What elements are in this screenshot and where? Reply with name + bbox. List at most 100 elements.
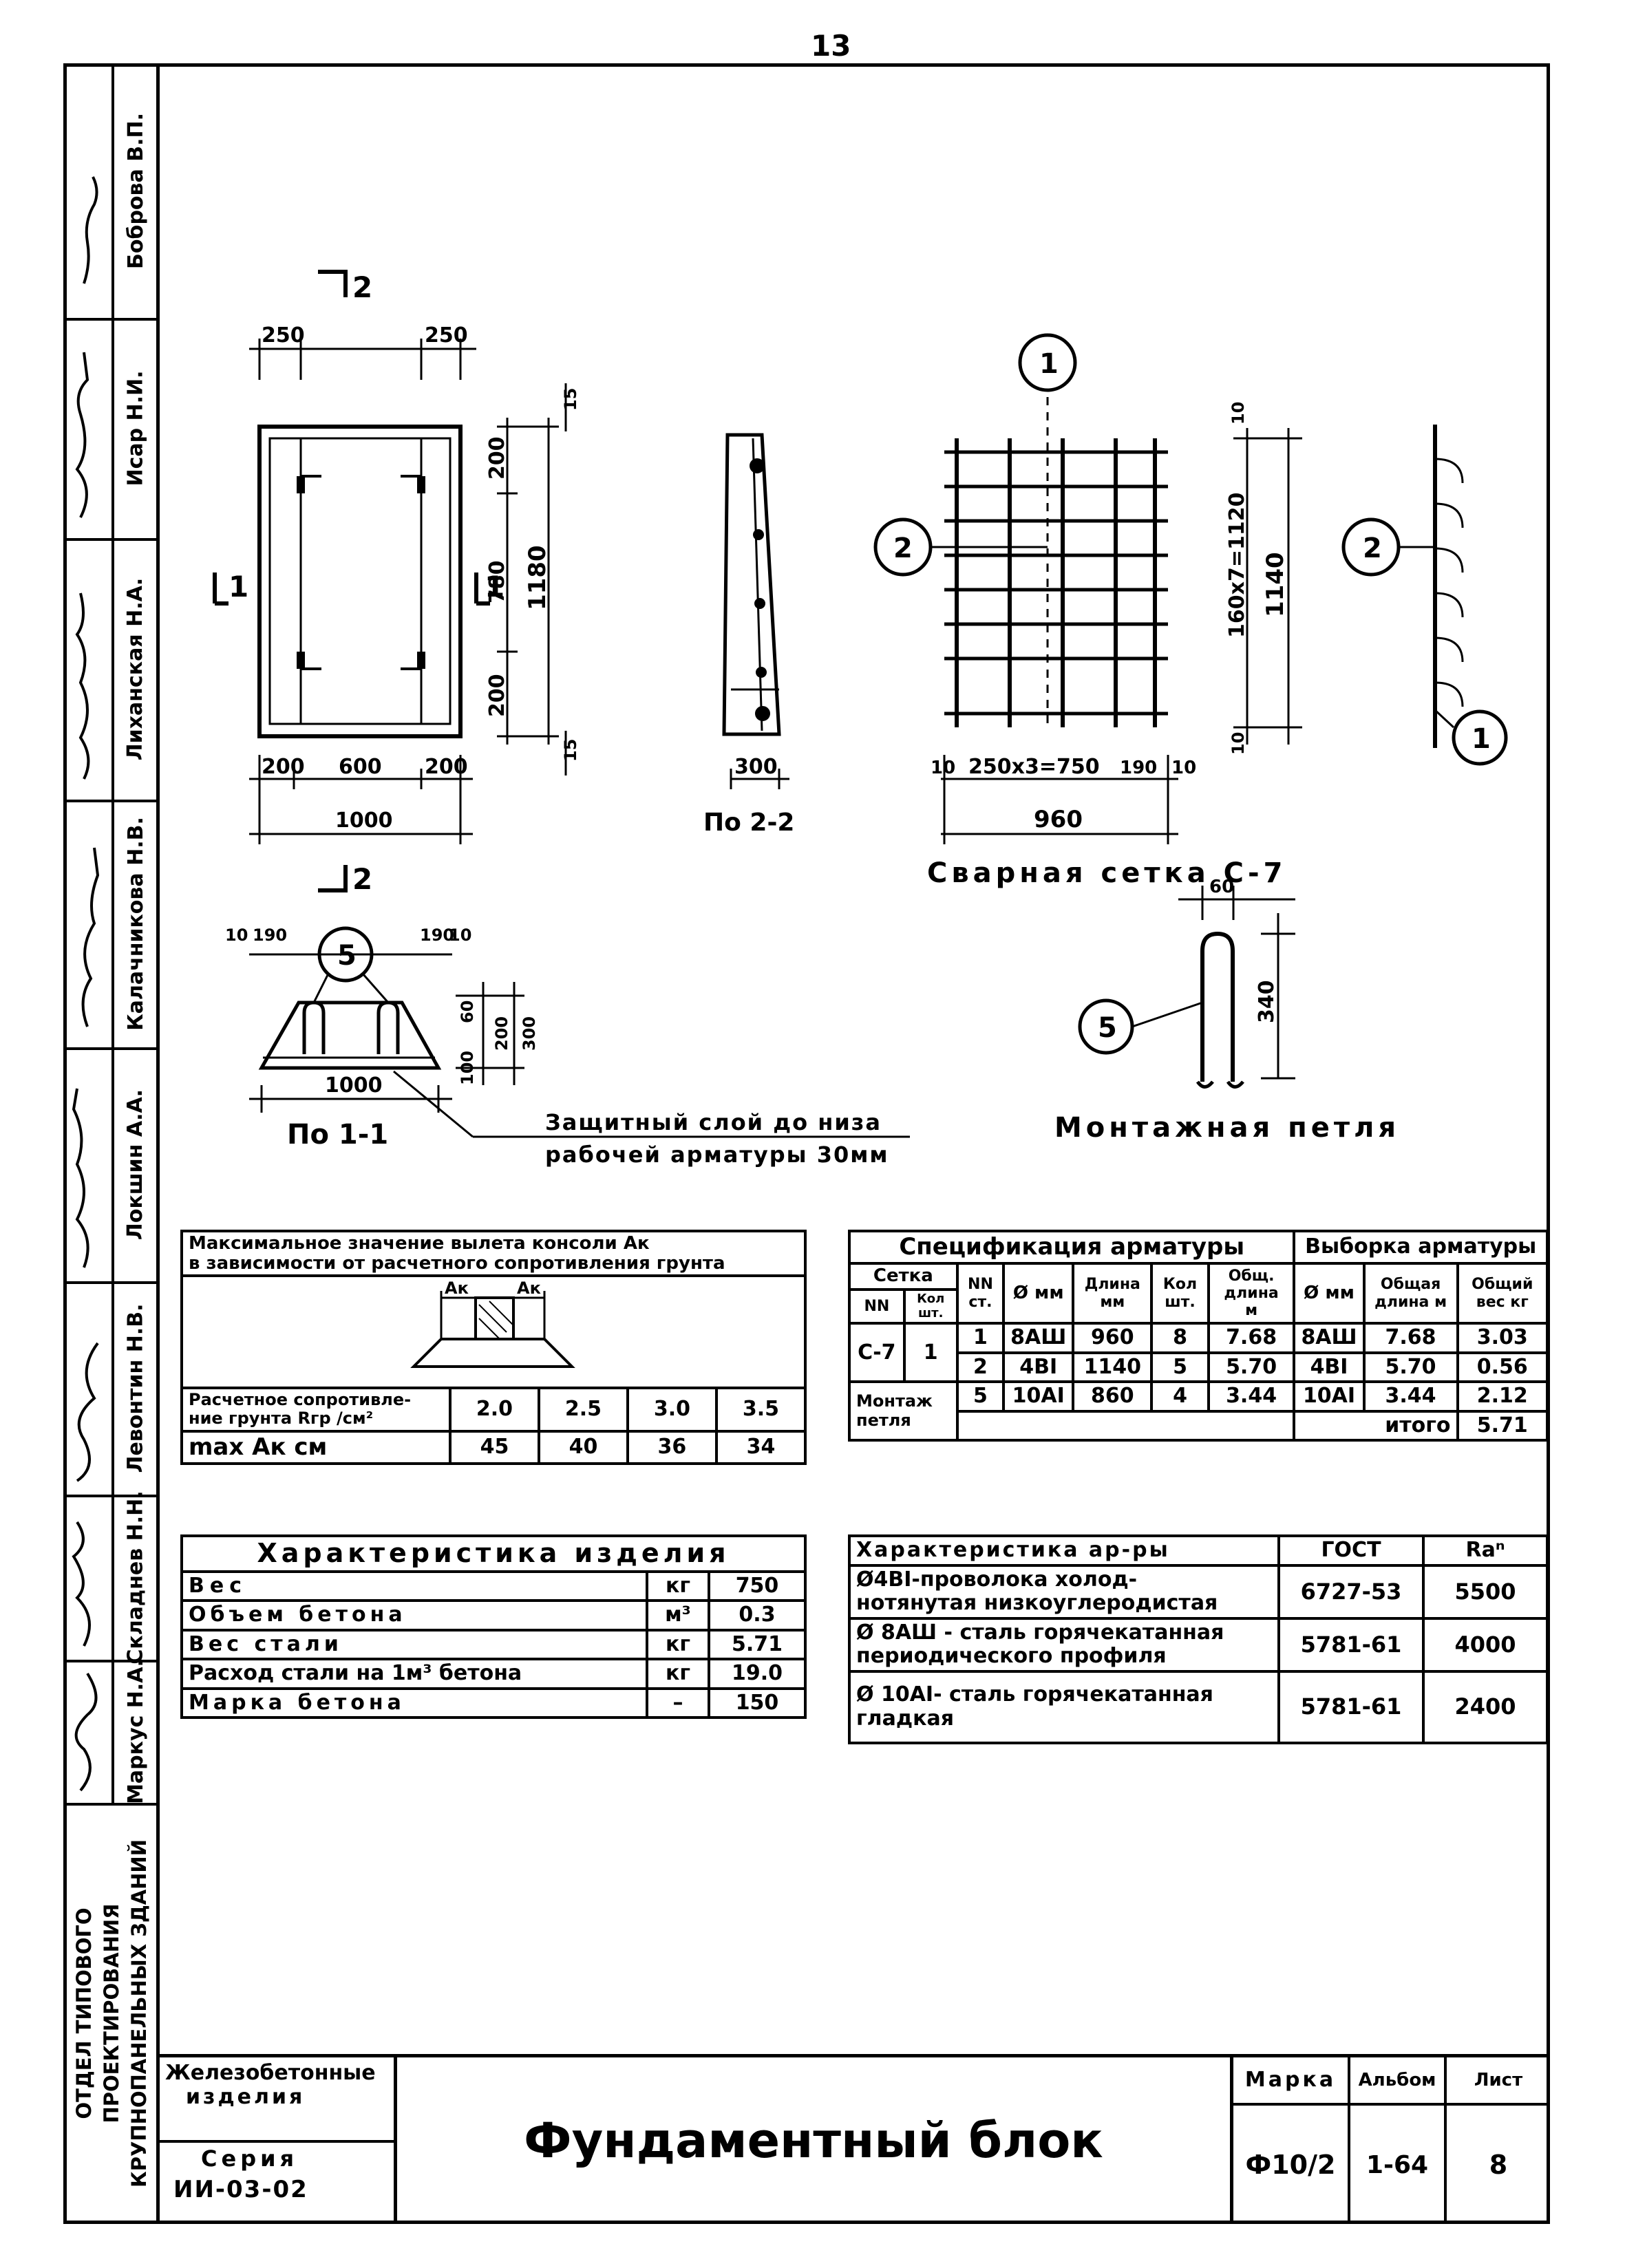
rebar-hdr-ra: Rаⁿ bbox=[1422, 1534, 1549, 1567]
cell-nn: 5 bbox=[955, 1380, 1006, 1413]
section-mark-1-left: 1 bbox=[229, 570, 248, 603]
dim-text: 200 bbox=[262, 755, 305, 779]
product-row-name: Объем бетона bbox=[180, 1599, 648, 1632]
dim-text: 780 bbox=[485, 560, 509, 603]
hdr-length: Длина мм bbox=[1072, 1262, 1154, 1325]
margin-split-line bbox=[111, 63, 114, 1803]
cell-d: 10АI bbox=[1002, 1380, 1075, 1413]
console-cell: 45 bbox=[449, 1429, 540, 1465]
rebar-desc: гладкая bbox=[856, 1706, 954, 1731]
dim-text: 160x7=1120 bbox=[1225, 493, 1249, 638]
dim-text: 1000 bbox=[325, 1073, 383, 1098]
dim-text: 190 bbox=[253, 926, 287, 945]
spec-title: Спецификация арматуры bbox=[847, 1229, 1296, 1265]
list-value: 8 bbox=[1489, 2150, 1508, 2180]
product-table-title: Характеристика изделия bbox=[180, 1534, 807, 1573]
category-line: изделия bbox=[186, 2084, 306, 2109]
cell-count: 5 bbox=[1150, 1351, 1210, 1384]
cell-sel-d: 4ВI bbox=[1293, 1351, 1366, 1384]
dim-text: 10 bbox=[1229, 402, 1248, 425]
rebar-gost: 5781-61 bbox=[1277, 1669, 1425, 1744]
section-mark-2-bottom: 2 bbox=[352, 862, 372, 896]
hdr-sel-length: Общая длина м bbox=[1362, 1262, 1459, 1325]
rebar-gost: 6727-53 bbox=[1277, 1563, 1425, 1620]
product-row-name: Расход стали на 1м³ бетона bbox=[180, 1658, 648, 1690]
callout-number: 2 bbox=[1363, 533, 1382, 564]
list-label: Лист bbox=[1447, 2057, 1550, 2106]
name-cell: Боброва В.П. bbox=[123, 112, 148, 269]
mesh-caption: Сварная сетка С-7 bbox=[927, 857, 1286, 889]
mesh-c7 bbox=[873, 333, 1508, 844]
console-table: Максимальное значение вылета консоли Ак … bbox=[180, 1229, 807, 1465]
spec-table: Спецификация арматуры Выборка арматуры С… bbox=[847, 1229, 1549, 1442]
page-number: 13 bbox=[811, 29, 851, 63]
rebar-desc: Ø 8АШ - сталь горячекатанная bbox=[856, 1620, 1224, 1645]
cell-sel-length: 5.70 bbox=[1362, 1351, 1459, 1384]
console-cell: 2.5 bbox=[537, 1386, 629, 1433]
name-cell: Лиханская Н.А. bbox=[123, 577, 148, 760]
dim-text: 10 bbox=[449, 926, 471, 945]
dim-text: 200 bbox=[485, 674, 509, 717]
rebar-table: Характеристика ар-ры ГОСТ Rаⁿ Ø4ВI-прово… bbox=[848, 1534, 1549, 1744]
cell-total: 3.44 bbox=[1207, 1380, 1296, 1413]
callout-number: 5 bbox=[337, 940, 357, 972]
name-cell: Локшин А.А. bbox=[123, 1089, 148, 1240]
loop-caption: Монтажная петля bbox=[1054, 1112, 1400, 1144]
console-cell: 3.0 bbox=[626, 1386, 718, 1433]
product-row-value: 5.71 bbox=[708, 1628, 807, 1661]
product-table: Характеристика изделия Вес кг 750 Объем … bbox=[180, 1534, 807, 1720]
dim-text: 15 bbox=[561, 388, 580, 411]
dim-text: 340 bbox=[1255, 980, 1279, 1023]
name-cell: Исар Н.И. bbox=[123, 370, 148, 486]
name-cell: Калачникова Н.В. bbox=[123, 816, 148, 1031]
hdr-nnst: NN ст. bbox=[955, 1262, 1006, 1325]
rebar-hdr: Характеристика ар-ры bbox=[848, 1534, 1280, 1567]
console-figure-label: Ак bbox=[517, 1279, 541, 1298]
rebar-ra: 5500 bbox=[1422, 1563, 1549, 1620]
console-table-subtitle: в зависимости от расчетного сопротивлени… bbox=[189, 1252, 725, 1274]
dim-text: 200 bbox=[425, 755, 468, 779]
product-row-unit: – bbox=[646, 1687, 710, 1720]
product-row-unit: кг bbox=[646, 1658, 710, 1690]
cell-nn: 1 bbox=[955, 1322, 1006, 1354]
cell-setka: С-7 bbox=[848, 1322, 906, 1384]
note-text: Защитный слой до низа bbox=[545, 1109, 882, 1135]
dim-text: 250 bbox=[425, 323, 468, 347]
name-cell: Складнев Н.Н. bbox=[123, 1490, 148, 1665]
dim-text: 300 bbox=[734, 755, 778, 779]
hdr-setka: Сетка bbox=[848, 1262, 959, 1291]
hdr-count: Кол шт. bbox=[1150, 1262, 1210, 1325]
product-row-name: Марка бетона bbox=[180, 1687, 648, 1720]
cell-count: 8 bbox=[1150, 1322, 1210, 1354]
cell-length: 960 bbox=[1072, 1322, 1154, 1354]
dim-text: 10 bbox=[1229, 732, 1248, 755]
cell-sel-d: 10АI bbox=[1293, 1380, 1366, 1413]
cell-sel-length: 3.44 bbox=[1362, 1380, 1459, 1413]
name-cell: Левонтин Н.В. bbox=[123, 1303, 148, 1473]
cell-sel-d: 8АШ bbox=[1293, 1322, 1366, 1354]
console-row-label: max Ак см bbox=[180, 1429, 452, 1465]
dim-text: 190 bbox=[420, 926, 454, 945]
dim-text: 250x3=750 bbox=[968, 755, 1100, 779]
dim-text: 60 bbox=[1209, 877, 1234, 897]
rebar-desc: нотянутая низкоуглеродистая bbox=[856, 1591, 1218, 1615]
dim-text: 200 bbox=[492, 1016, 511, 1051]
hdr-diameter: Ø мм bbox=[1002, 1262, 1075, 1325]
product-row-value: 150 bbox=[708, 1687, 807, 1720]
montage-loop bbox=[1078, 886, 1295, 1089]
dim-text: 600 bbox=[339, 755, 382, 779]
product-row-unit: кг bbox=[646, 1570, 710, 1603]
total-value: 5.71 bbox=[1456, 1409, 1549, 1442]
rebar-desc: периодического профиля bbox=[856, 1644, 1167, 1668]
sheet-frame bbox=[63, 63, 1550, 2224]
dim-text: 10 bbox=[225, 926, 248, 945]
note-text: рабочей арматуры 30мм bbox=[545, 1142, 889, 1168]
rebar-desc: Ø 10АI- сталь горячекатанная bbox=[856, 1682, 1213, 1707]
block-plan-view bbox=[213, 270, 567, 892]
console-figure-label: Ак bbox=[445, 1279, 469, 1298]
cell-d: 4ВI bbox=[1002, 1351, 1075, 1384]
dim-text: 250 bbox=[262, 323, 305, 347]
cell-length: 1140 bbox=[1072, 1351, 1154, 1384]
drawings: 2 2 1 1 250 250 200 600 200 1000 200 780… bbox=[213, 270, 1508, 1168]
product-row-name: Вес стали bbox=[180, 1628, 648, 1661]
